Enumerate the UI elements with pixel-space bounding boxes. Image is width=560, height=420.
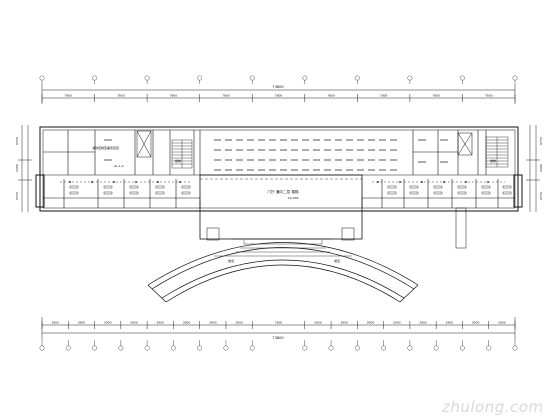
room-fixtures xyxy=(69,185,512,195)
axis-bubble xyxy=(512,75,518,81)
axis-bubble xyxy=(354,345,360,351)
right-annex xyxy=(455,207,467,249)
bottom-segment-label: 3900 xyxy=(104,321,112,325)
top-segment-label: 7800 xyxy=(64,94,72,98)
bottom-segment-label: 3900 xyxy=(130,321,138,325)
elevator-shaft xyxy=(136,130,473,158)
axis-bubble xyxy=(39,75,45,81)
stair-right-label: 楼梯 xyxy=(490,158,496,163)
lighting-fixtures xyxy=(104,139,448,171)
axis-bubble xyxy=(512,345,518,351)
axis-bubble xyxy=(302,75,308,81)
axis-bubble xyxy=(328,345,334,351)
axis-bubble xyxy=(407,75,413,81)
axis-bubble xyxy=(302,345,308,351)
watermark: zhulong.com xyxy=(442,398,544,416)
right-dim-3: 6750 xyxy=(539,192,543,200)
axis-bubble xyxy=(92,75,97,81)
hall-level-code: ±0.000 xyxy=(287,196,298,200)
axis-bubble xyxy=(249,75,255,81)
bottom-segment-label: 3900 xyxy=(445,321,453,325)
axis-bubble xyxy=(65,345,71,351)
axis-bubble xyxy=(197,75,203,81)
axis-bubble xyxy=(433,345,439,351)
top-segment-label: 7800 xyxy=(222,94,230,98)
axis-bubble xyxy=(144,345,150,351)
top-segment-label: 7800 xyxy=(117,94,125,98)
bottom-segment-label: 3900 xyxy=(314,321,322,325)
axis-bubble xyxy=(144,75,150,81)
top-room-partitions xyxy=(43,130,487,175)
entrance-steps xyxy=(214,240,352,257)
axis-bubble xyxy=(223,345,229,351)
room-label-top-left: 消防控制室兼值班室 xyxy=(92,145,119,150)
top-axis-bubbles xyxy=(39,75,518,84)
bottom-segment-label: 3900 xyxy=(340,321,348,325)
bottom-segment-label: 3900 xyxy=(156,321,164,325)
stair-right xyxy=(485,136,509,168)
building-walls xyxy=(35,126,523,212)
distribution-box-label: AL-1-2 xyxy=(114,164,124,168)
top-segment-label: 7800 xyxy=(380,94,388,98)
stair-left xyxy=(171,139,193,169)
hall-label: 门厅 通向二层 楼梯 xyxy=(267,189,298,194)
central-hall xyxy=(199,174,363,241)
axis-bubble xyxy=(170,345,176,351)
axis-bubble xyxy=(486,345,492,351)
axis-bubble xyxy=(249,345,255,351)
top-segment-label: 7800 xyxy=(432,94,440,98)
axis-bubble xyxy=(381,345,387,351)
bottom-segment-labels: 3900 3900 3900 3900 3900 3900 3900 3900 7800 3900… xyxy=(51,321,505,325)
bottom-total-dimension: 73800 xyxy=(272,336,284,340)
entrance-canopy xyxy=(147,242,419,303)
corridor-wiring xyxy=(60,178,505,183)
bottom-segment-label: 3900 xyxy=(367,321,375,325)
axis-bubble xyxy=(407,345,413,351)
top-segment-label: 7800 xyxy=(170,94,178,98)
axis-bubble xyxy=(460,75,465,81)
left-dim-3: 6750 xyxy=(15,192,19,200)
axis-bubble xyxy=(39,345,45,351)
bottom-segment-label: 3900 xyxy=(472,321,480,325)
bottom-segment-label: 3900 xyxy=(393,321,401,325)
top-dimension-ticks xyxy=(41,94,516,102)
axis-bubble xyxy=(354,75,360,81)
left-dim-1: 6750 xyxy=(15,137,19,145)
top-segment-label: 7800 xyxy=(275,94,283,98)
axis-bubble xyxy=(460,345,465,351)
bottom-dimension-ticks xyxy=(41,321,516,329)
bottom-segment-label: 3900 xyxy=(78,321,86,325)
left-dimension-chain xyxy=(18,125,32,212)
bottom-segment-label: 7800 xyxy=(275,321,283,325)
ramp-right-label: 坡道 xyxy=(334,258,340,263)
bottom-segment-label: 3900 xyxy=(183,321,191,325)
axis-bubble xyxy=(197,345,203,351)
left-dim-2: 2400 xyxy=(15,164,19,172)
top-segment-label: 7800 xyxy=(485,94,493,98)
top-segment-labels: 7800 7800 7800 7800 7800 7800 7800 7800 7800 xyxy=(64,94,492,98)
bottom-segment-label: 3900 xyxy=(51,321,59,325)
ramp-left-label: 坡道 xyxy=(228,258,234,263)
axis-bubble xyxy=(118,345,124,351)
stair-left-label: 楼梯 xyxy=(175,158,181,163)
bottom-segment-label: 3900 xyxy=(235,321,243,325)
top-total-dimension: 73800 xyxy=(272,85,284,89)
axis-bubble xyxy=(92,345,97,351)
bottom-segment-label: 3900 xyxy=(419,321,427,325)
right-dim-1: 6750 xyxy=(539,137,543,145)
right-dim-2: 2400 xyxy=(539,164,543,172)
bottom-segment-label: 3900 xyxy=(498,321,506,325)
bottom-axis-bubbles xyxy=(39,340,518,351)
bottom-segment-label: 3900 xyxy=(209,321,217,325)
top-segment-label: 7800 xyxy=(327,94,335,98)
right-dimension-chain xyxy=(526,125,540,212)
